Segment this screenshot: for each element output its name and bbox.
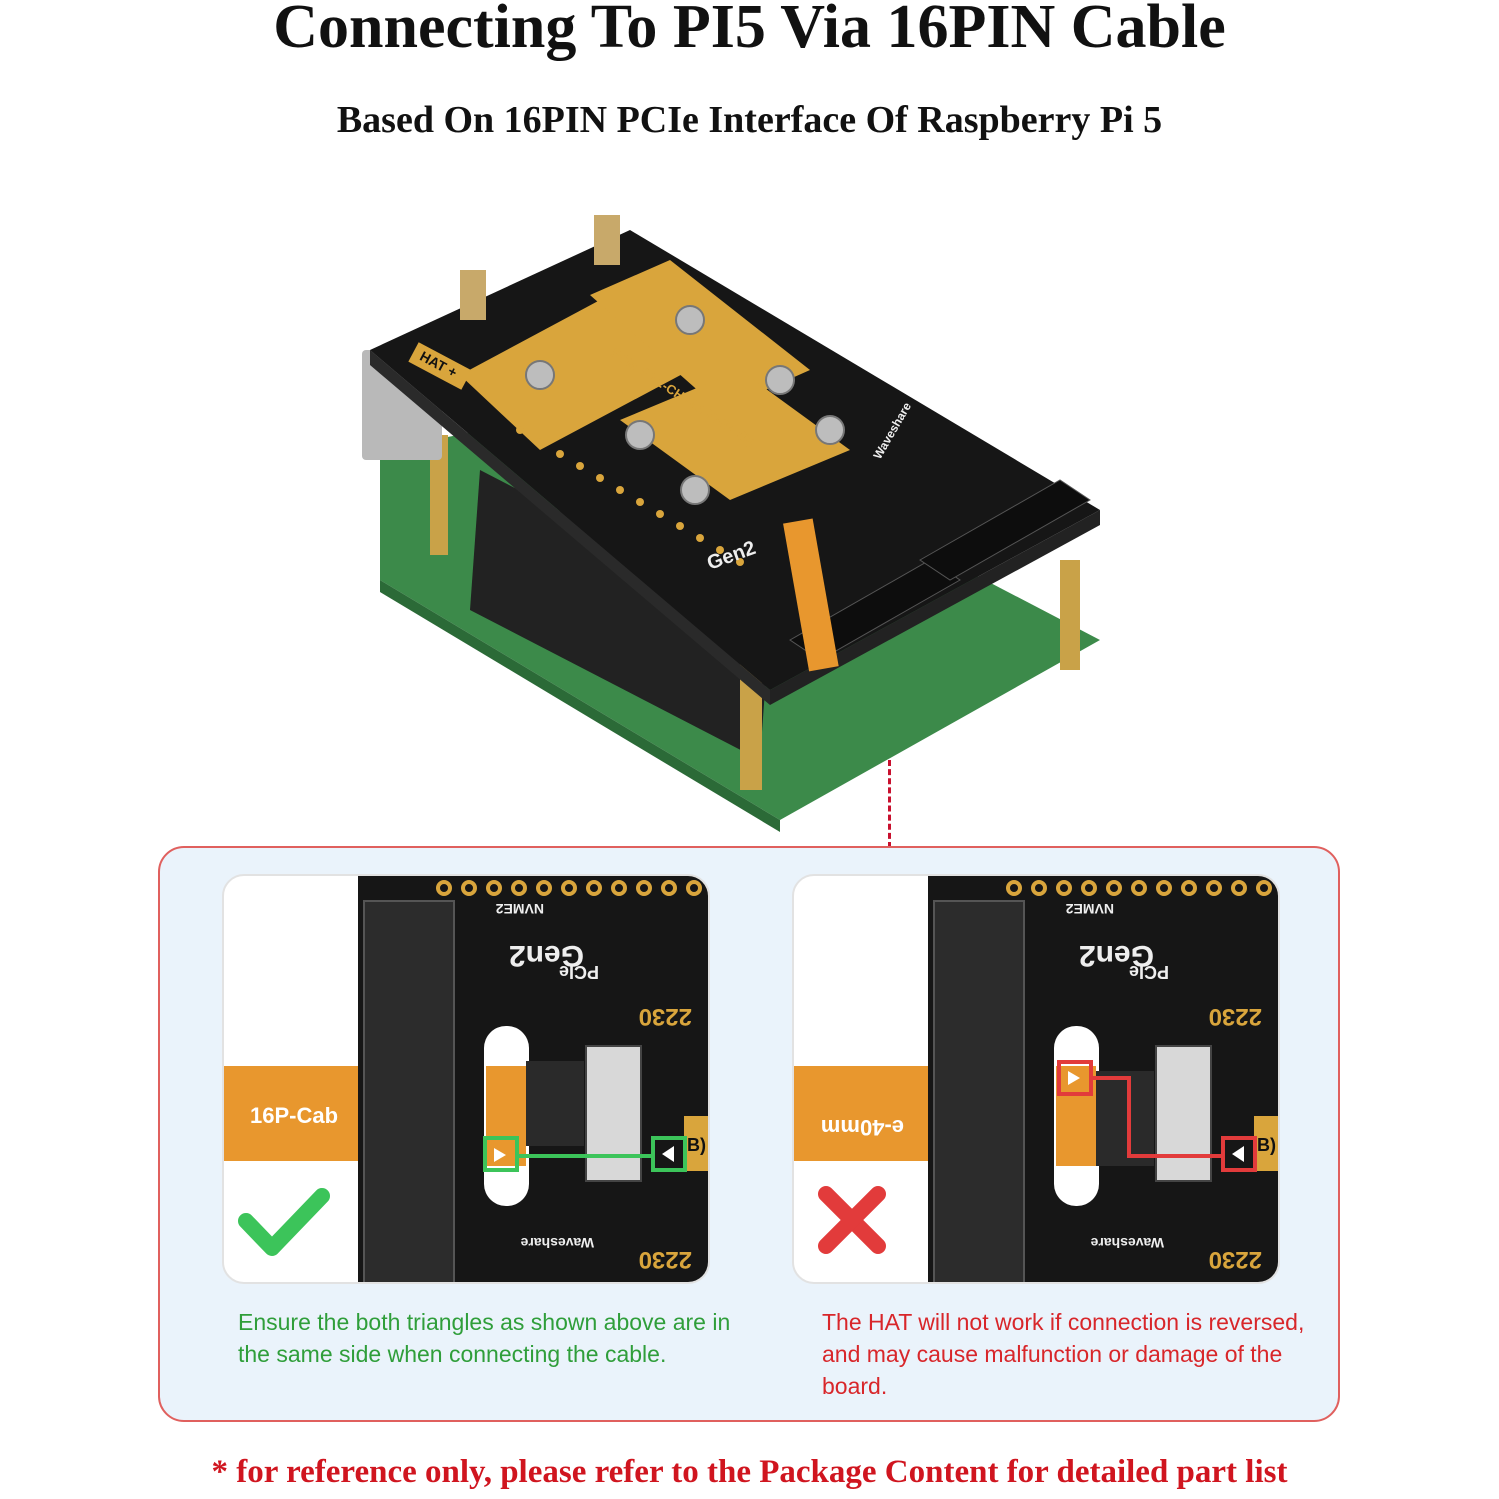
gen-label: PCIe: [559, 962, 599, 982]
gpio-header: [470, 470, 770, 760]
hat-board-illustration: HAT + PCIe TO 2-CH M.2 HAT+ (B) Gen2 Wav…: [362, 215, 1100, 832]
cable-label: e-40mm: [821, 1115, 904, 1140]
reference-footnote: * for reference only, please refer to th…: [211, 1454, 1288, 1490]
cross-icon: [818, 1186, 886, 1254]
wrong-connection-photo: e-40mm B) NVME2 Gen2 PCIe 2230 2230 Wave…: [792, 874, 1280, 1284]
page-title: Connecting To PI5 Via 16PIN Cable: [273, 0, 1226, 61]
cable-label: 16P-Cab: [250, 1103, 338, 1128]
ffc-connector: [1155, 1045, 1212, 1182]
m2-slot: [933, 900, 1025, 1282]
brand-label: Waveshare: [1090, 1235, 1164, 1251]
ffc-connector: [585, 1045, 642, 1182]
standoff: [430, 435, 448, 555]
brand-label: Waveshare: [520, 1235, 594, 1251]
triangle-icon: [662, 1146, 674, 1162]
size-label: 2230: [1209, 1246, 1262, 1273]
thumb-screw: [460, 270, 486, 320]
m2-slot: [919, 479, 1091, 581]
ffc-cable: [783, 518, 839, 672]
check-icon: [238, 1188, 330, 1256]
slot-name-label: NVME2: [496, 901, 544, 917]
size-label: 2230: [639, 1003, 692, 1030]
slot-name-label: NVME2: [1066, 901, 1114, 917]
triangle-icon: [494, 1148, 506, 1162]
standoff: [1060, 560, 1080, 670]
gold-slot-pattern: [460, 260, 850, 500]
svg-text:B): B): [687, 1135, 706, 1155]
gen-label: Gen2: [509, 939, 584, 972]
correct-connection-photo: 16P-Cab B) NVME2 Gen2 PCIe 2230 2230 Wav…: [222, 874, 710, 1284]
correct-caption: Ensure the both triangles as shown above…: [238, 1309, 731, 1367]
triangle-icon: [1068, 1071, 1080, 1085]
size-label: 2230: [1209, 1003, 1262, 1030]
svg-text:B): B): [1257, 1135, 1276, 1155]
pad-row: [436, 880, 702, 896]
m2-slot: [363, 900, 455, 1282]
mounting-screw: [525, 305, 845, 505]
thumb-screw: [594, 215, 620, 265]
triangle-icon: [1232, 1146, 1244, 1162]
callout-leader-line: [888, 760, 891, 848]
gen-label: Gen2: [1079, 939, 1154, 972]
gen-label: PCIe: [1129, 962, 1169, 982]
gpio-pad-dots: [516, 426, 744, 566]
pad-row: [1006, 880, 1272, 896]
marker-connector-line: [1091, 1076, 1223, 1158]
wrong-caption: The HAT will not work if connection is r…: [822, 1309, 1305, 1399]
connection-guide-panel: 16P-Cab B) NVME2 Gen2 PCIe 2230 2230 Wav…: [158, 846, 1340, 1422]
ffc-cable: [486, 1066, 526, 1166]
page-subtitle: Based On 16PIN PCIe Interface Of Raspber…: [336, 99, 1163, 141]
size-label: 2230: [639, 1246, 692, 1273]
